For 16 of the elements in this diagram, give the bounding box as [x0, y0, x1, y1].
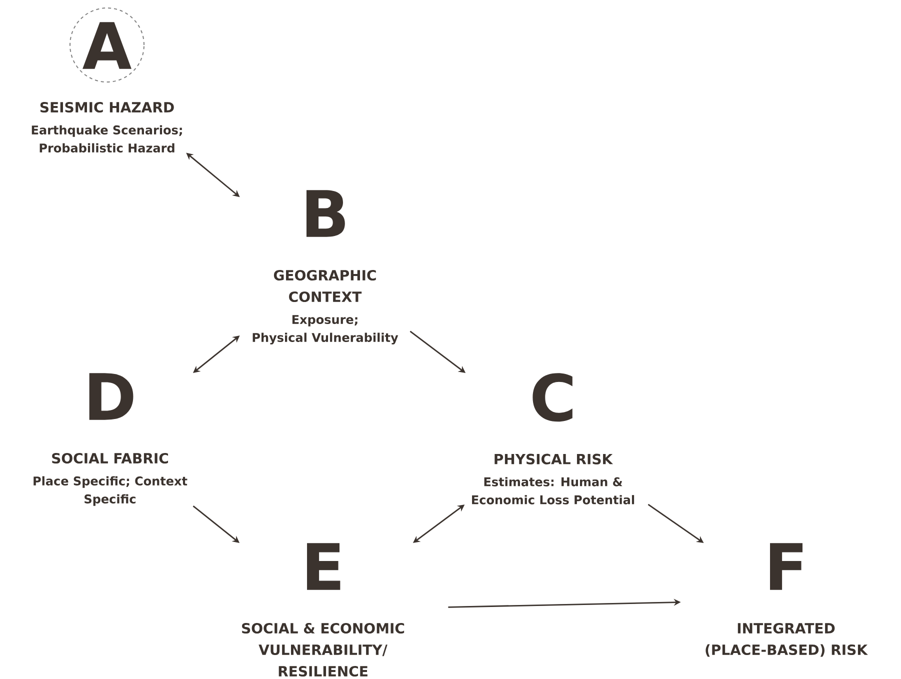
letter-label: D	[89, 373, 134, 420]
letter-label: E	[307, 543, 340, 590]
letter-label: A	[82, 22, 132, 69]
description-text: Estimates: Human & Economic Loss Potential	[472, 477, 634, 504]
description-text: Place Specific; Context Specific	[34, 476, 188, 506]
letter-label: C	[532, 373, 572, 422]
description-text: Exposure; Physical Vulnerability	[252, 315, 398, 344]
description-text: Earthquake Scenarios; Probabilistic Hazard	[32, 125, 182, 153]
heading-text: GEOGRAPHIC CONTEXT	[274, 270, 376, 302]
letter-label: B	[306, 190, 345, 237]
heading-text: INTEGRATED (PLACE-BASED) RISK	[706, 622, 868, 657]
heading-text: PHYSICAL RISK	[494, 454, 614, 464]
letter-label: F	[770, 543, 802, 590]
heading-text: SEISMIC HAZARD	[40, 102, 174, 113]
heading-text: SOCIAL & ECONOMIC VULNERABILITY/ RESILIENCE	[242, 622, 404, 677]
heading-text: SOCIAL FABRIC	[52, 452, 168, 464]
